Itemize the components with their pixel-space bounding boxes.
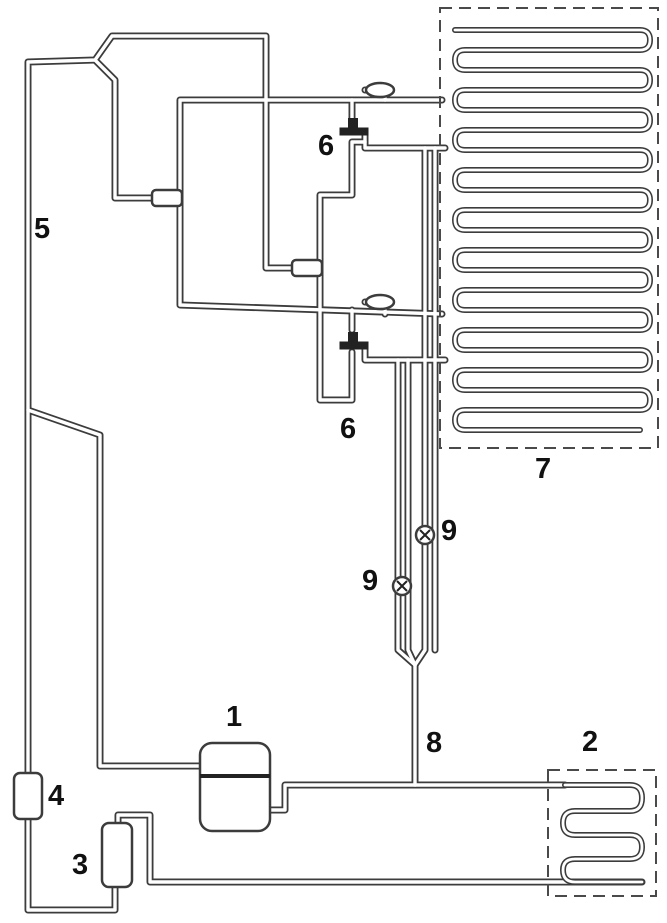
capillary-marker-left — [391, 575, 413, 597]
label-1: 1 — [226, 701, 242, 733]
labels: 1 2 3 4 5 6 6 7 8 9 9 — [34, 130, 598, 881]
valve-upper — [339, 81, 396, 136]
label-8: 8 — [426, 727, 442, 759]
evaporator-coil — [439, 7, 659, 449]
label-4: 4 — [48, 780, 64, 812]
compressor — [198, 741, 272, 833]
label-9-right: 9 — [441, 515, 457, 547]
label-5: 5 — [34, 213, 50, 245]
label-6-upper: 6 — [318, 130, 334, 162]
label-6-lower: 6 — [340, 413, 356, 445]
label-7: 7 — [535, 453, 551, 485]
tee-junction-lower — [290, 258, 324, 278]
valve-lower — [339, 293, 396, 350]
label-9-left: 9 — [362, 565, 378, 597]
label-3: 3 — [72, 849, 88, 881]
component-4-vessel — [12, 771, 44, 821]
label-2: 2 — [582, 726, 598, 758]
tee-junction-upper — [150, 188, 184, 208]
condenser-coil — [547, 769, 657, 897]
component-3-vessel — [100, 821, 134, 889]
capillary-marker-right — [414, 524, 436, 546]
